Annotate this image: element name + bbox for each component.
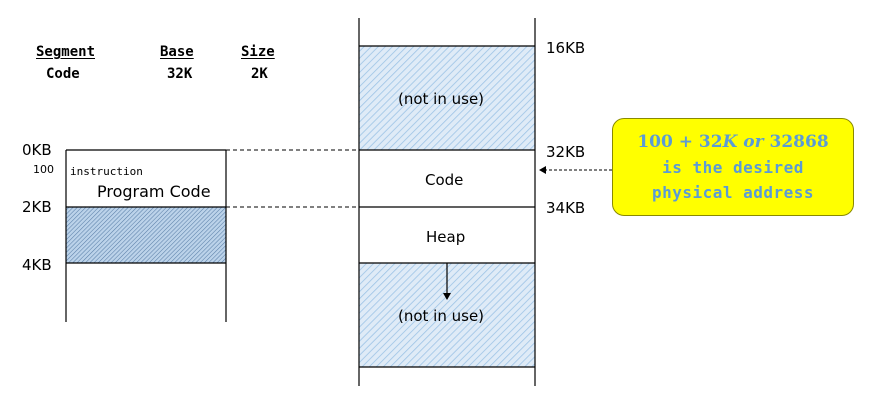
instruction-label: instruction <box>70 165 143 178</box>
physical-address-callout: 100 + 32K or 32868 is the desired physic… <box>612 118 854 216</box>
label-32kb: 32KB <box>546 143 586 161</box>
virtual-hatched-region <box>66 207 226 263</box>
callout-formula-a: 100 + 32 <box>637 131 723 152</box>
not-in-use-bottom-label: (not in use) <box>398 307 485 325</box>
header-base: Base <box>160 44 194 60</box>
virtual-address-space <box>65 149 227 322</box>
mapping-lines <box>226 149 358 208</box>
label-2kb: 2KB <box>22 198 52 216</box>
segment-table-header: Segment Base Size <box>33 44 293 66</box>
label-16kb: 16KB <box>546 39 586 57</box>
program-code-label: Program Code <box>97 182 211 201</box>
row-base: 32K <box>167 66 193 82</box>
label-4kb: 4KB <box>22 256 52 274</box>
row-segment: Code <box>46 66 80 82</box>
callout-formula: 100 + 32K or 32868 <box>637 130 828 155</box>
not-in-use-top-region <box>359 46 535 150</box>
not-in-use-top-label: (not in use) <box>398 90 485 108</box>
callout-line-3: physical address <box>651 182 815 202</box>
callout-formula-b: 32868 <box>769 131 829 152</box>
segment-table: Segment Base Size Code 32K 2K <box>33 44 293 88</box>
label-100: 100 <box>33 163 54 176</box>
segment-table-row: Code 32K 2K <box>33 66 293 88</box>
callout-formula-or: or <box>737 131 770 152</box>
label-0kb: 0KB <box>22 141 52 159</box>
header-segment: Segment <box>36 44 96 60</box>
code-region-label: Code <box>425 171 464 189</box>
header-size: Size <box>241 44 275 60</box>
heap-region-label: Heap <box>426 228 466 246</box>
callout-formula-k: K <box>722 131 738 152</box>
label-34kb: 34KB <box>546 199 586 217</box>
physical-memory <box>358 18 536 386</box>
row-size: 2K <box>251 66 268 82</box>
callout-line-2: is the desired <box>662 157 804 177</box>
